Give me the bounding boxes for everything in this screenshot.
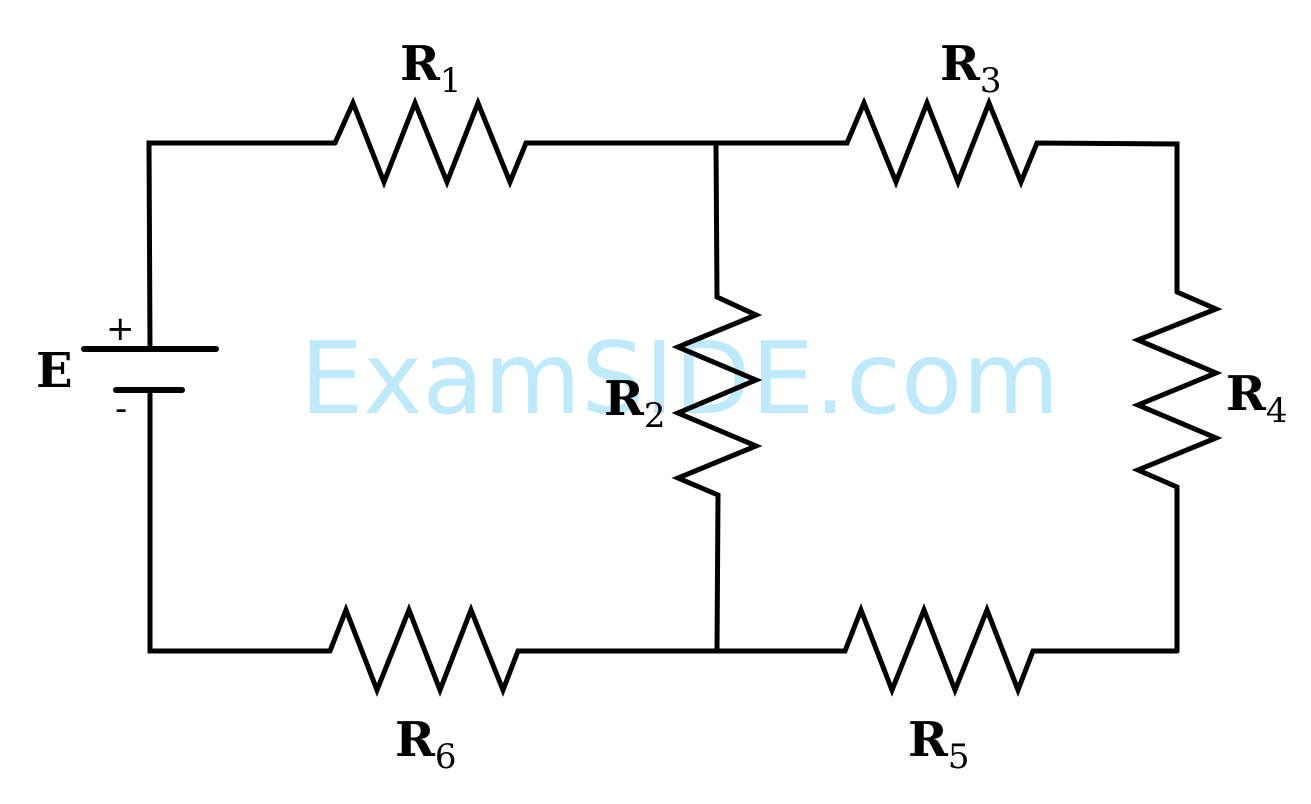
battery-positive-sign: + bbox=[106, 309, 135, 349]
battery-negative-sign: - bbox=[115, 389, 127, 429]
resistor-r1: R1 bbox=[332, 36, 719, 189]
resistor-r6-label: R6 bbox=[395, 712, 457, 777]
resistor-r4-label: R4 bbox=[1226, 366, 1288, 431]
battery-label: E bbox=[36, 343, 73, 399]
resistor-r5-zigzag bbox=[714, 603, 1180, 697]
resistor-r1-label: R1 bbox=[400, 36, 462, 101]
resistor-r6-zigzag bbox=[327, 603, 720, 697]
resistor-r1-zigzag bbox=[332, 96, 719, 189]
resistor-r3-label: R3 bbox=[940, 36, 1002, 101]
resistor-r4-zigzag bbox=[1131, 289, 1223, 654]
wire-left-bottom bbox=[147, 389, 333, 654]
resistor-r5: R5 bbox=[714, 603, 1180, 777]
resistor-r2-zigzag bbox=[671, 140, 763, 654]
resistor-r2-label: R2 bbox=[604, 371, 666, 436]
battery: + - E bbox=[36, 309, 219, 429]
resistor-r6: R6 bbox=[327, 603, 720, 777]
wire-left-top bbox=[146, 140, 338, 351]
resistor-r4: R4 bbox=[1131, 289, 1288, 654]
resistor-r2: R2 bbox=[604, 140, 763, 654]
resistor-r5-label: R5 bbox=[908, 712, 970, 777]
resistor-r3-zigzag bbox=[713, 96, 1180, 295]
resistor-r3: R3 bbox=[713, 36, 1180, 295]
watermark: ExamSIDE.com bbox=[300, 320, 1060, 437]
